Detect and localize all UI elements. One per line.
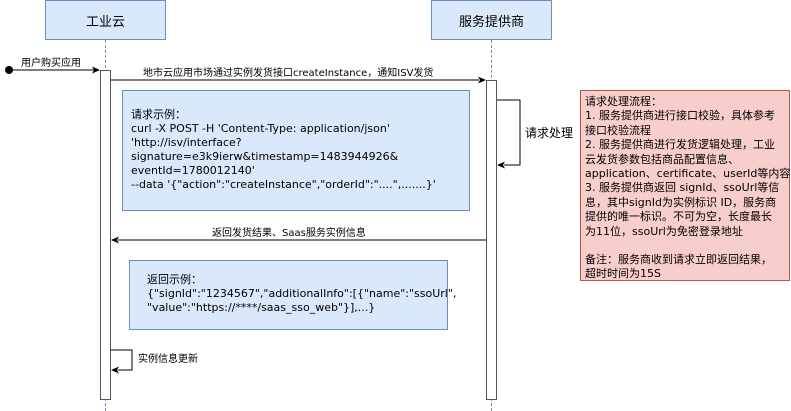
process-flow-line: 超时时间为15S	[585, 267, 661, 281]
request-example-line: signature=e3k9ierw&timestamp=1483944926&	[131, 150, 399, 163]
process-flow-line: 备注：服务商收到请求立即返回结果，	[585, 253, 772, 267]
request-example-line: --data '{"action":"createInstance","orde…	[131, 178, 436, 191]
create-instance-arrowhead	[478, 76, 486, 84]
return-result-arrowhead	[111, 236, 119, 244]
process-flow-line: 为11位，ssoUrl为免密登录地址	[585, 224, 743, 238]
request-example-line: 请求示例：	[131, 108, 186, 121]
user-purchase-arrowhead	[92, 66, 100, 74]
process-flow-spacer	[585, 239, 785, 253]
request-process-arrowhead	[497, 161, 505, 169]
response-example-note: 返回示例： {"signId":"1234567","additionalInf…	[129, 260, 457, 330]
instance-update-self-loop	[111, 349, 133, 371]
response-example-line: {"signId":"1234567","additionalInfo":[{"…	[147, 287, 457, 300]
request-example-line: eventId=1780012140'	[131, 164, 255, 177]
process-flow-line: 云发货参数包括商品配置信息、	[585, 152, 739, 166]
participant-service-provider-label: 服务提供商	[458, 14, 524, 30]
response-example-line: "value":"https://****/saas_sso_web"}],..…	[147, 301, 376, 314]
participant-industrial-cloud: 工业云	[45, 0, 166, 40]
request-process-label: 请求处理	[525, 126, 574, 140]
request-process-self-loop	[497, 99, 521, 166]
process-flow-line: 2. 服务提供商进行发货逻辑处理，工业	[585, 138, 775, 152]
create-instance-label: 地市云应用市场通过实例发货接口createInstance，通知ISV发货	[143, 68, 434, 79]
request-example-line: curl -X POST -H 'Content-Type: applicati…	[131, 122, 390, 135]
user-purchase-label: 用户购买应用	[21, 58, 81, 69]
process-flow-line: 提供的唯一标识。不可为空，长度最长	[585, 210, 772, 224]
request-example-note: 请求示例： curl -X POST -H 'Content-Type: app…	[122, 90, 470, 211]
response-example-line: 返回示例：	[147, 273, 202, 286]
process-flow-line: 息，其中signId为实例标识 ID，服务商	[585, 195, 777, 209]
instance-update-label: 实例信息更新	[138, 354, 198, 365]
participant-industrial-cloud-label: 工业云	[85, 14, 125, 30]
request-example-line: 'http://isv/interface?	[131, 136, 242, 149]
process-flow-note: 请求处理流程： 1. 服务提供商进行接口校验，具体参考 接口校验流程 2. 服务…	[580, 90, 790, 281]
instance-update-arrowhead	[111, 366, 119, 374]
process-flow-line: application、certificate、userId等内容	[585, 167, 791, 181]
process-flow-line: 3. 服务提供商返回 signId、ssoUrl等信	[585, 181, 780, 195]
participant-service-provider: 服务提供商	[431, 0, 552, 40]
activation-industrial-cloud	[100, 70, 111, 400]
activation-service-provider	[486, 80, 497, 400]
process-flow-line: 请求处理流程：	[585, 95, 662, 108]
process-flow-line: 接口校验流程	[585, 123, 651, 137]
return-result-label: 返回发货结果、Saas服务实例信息	[212, 228, 366, 239]
process-flow-line: 1. 服务提供商进行接口校验，具体参考	[585, 109, 775, 123]
